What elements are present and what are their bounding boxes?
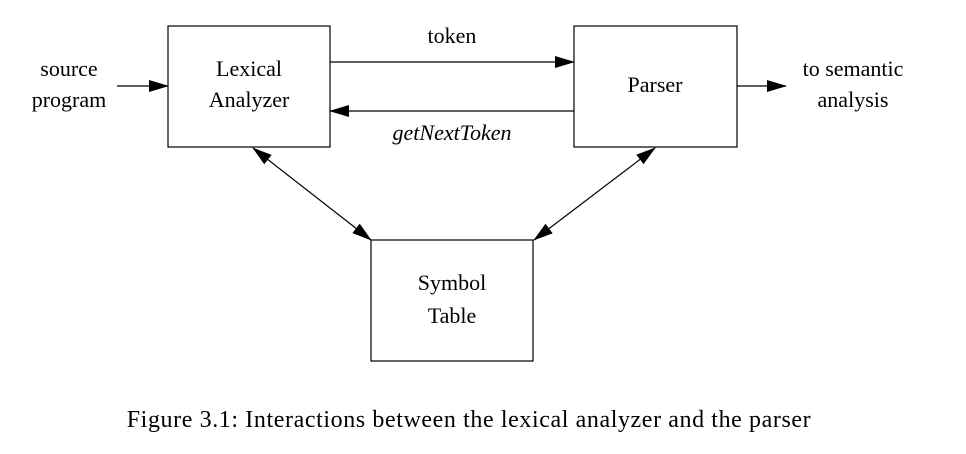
get-next-token-label: getNextToken <box>393 120 512 145</box>
lexical-analyzer-line1: Lexical <box>216 56 282 81</box>
semantic-analysis-label: to semantic analysis <box>803 56 904 112</box>
parser-node: Parser <box>573 25 738 148</box>
parser-box <box>573 25 738 148</box>
parser-label: Parser <box>628 72 684 97</box>
source-program-label: source program <box>32 56 107 112</box>
semantic-analysis-line2: analysis <box>818 87 889 112</box>
lexical-analyzer-box <box>167 25 331 148</box>
symbol-table-line2: Table <box>428 303 477 328</box>
symbol-table-node: Symbol Table <box>370 239 534 362</box>
semantic-analysis-line1: to semantic <box>803 56 904 81</box>
symbol-table-box <box>370 239 534 362</box>
source-program-line2: program <box>32 87 107 112</box>
lexical-analyzer-line2: Analyzer <box>209 87 290 112</box>
symbol-table-line1: Symbol <box>418 270 486 295</box>
lexer-symbol-table-arrow <box>252 147 372 241</box>
source-program-line1: source <box>40 56 97 81</box>
lexical-analyzer-node: Lexical Analyzer <box>167 25 331 148</box>
figure-caption: Figure 3.1: Interactions between the lex… <box>127 407 812 433</box>
token-label: token <box>428 23 477 48</box>
parser-symbol-table-arrow <box>533 147 656 241</box>
